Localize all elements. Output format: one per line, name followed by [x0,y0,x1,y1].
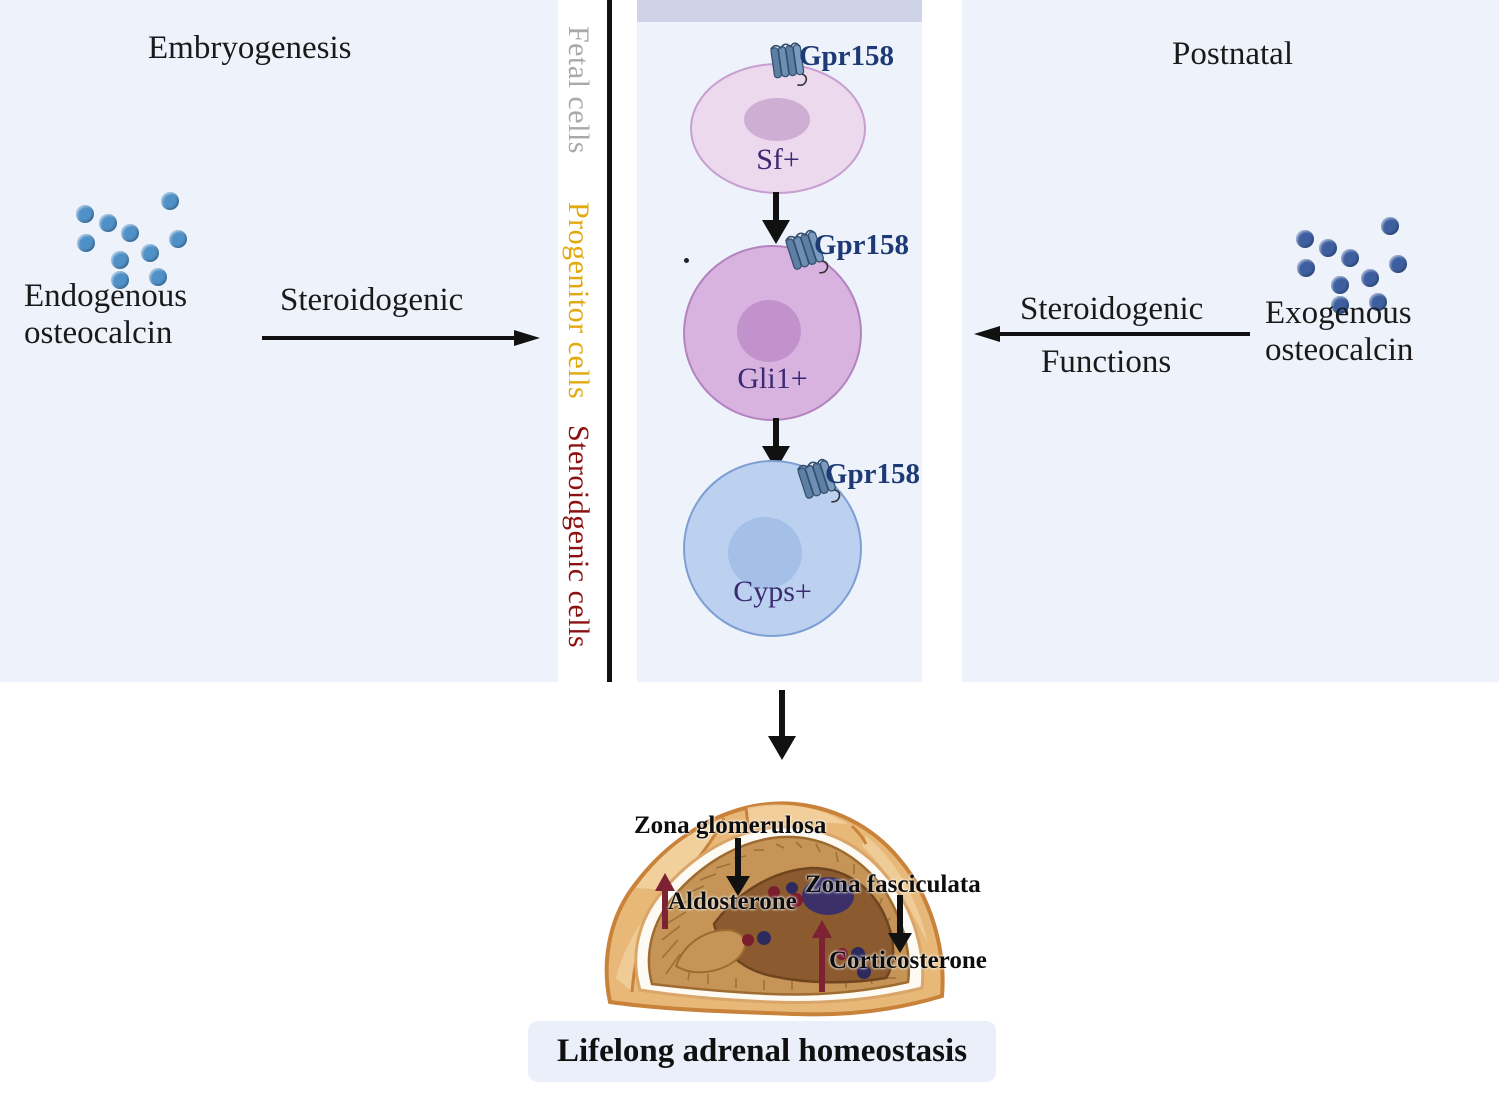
label-functions-right: Functions [1041,344,1172,380]
arrow-to-zona-glomerulosa [726,838,750,896]
gland-highlight-c [862,836,928,944]
osteocalcin-dot [161,192,179,210]
label-zona-glomerulosa: Zona glomerulosa [634,812,827,839]
center-panel-topbar [637,0,922,22]
divider-label-steroidgenic-cells: Steroidgenic cells [562,425,595,649]
gpr158-receptor-icon [796,458,841,503]
osteocalcin-dot [111,271,129,289]
arrow-shaft [773,192,779,222]
medulla-cell [786,882,798,894]
osteocalcin-dot [141,244,159,262]
medulla-cell-large [802,877,854,915]
arrow-head [768,736,796,760]
adrenal-gland-illustration [604,801,945,1017]
arrow-shaft [998,332,1250,336]
arrow-shaft [897,895,903,935]
label-steroidogenic-right: Steroidogenic [1020,291,1204,327]
osteocalcin-dot [77,234,95,252]
label-aldosterone: Aldosterone [668,888,797,915]
arrow-shaft [779,690,785,740]
gpr158-label-cyps: Gpr158 [825,458,921,490]
cell-label-gli1: Gli1+ [737,362,808,395]
osteocalcin-dot [1369,293,1387,311]
caption-box: Lifelong adrenal homeostasis [528,1021,996,1082]
panel-postnatal [962,0,1499,682]
cell-gli1-positive: Gli1+ [683,245,862,421]
medulla-cell [757,931,771,945]
arrow-to-zona-fasciculata [888,895,912,953]
panel-embryogenesis [0,0,558,682]
arrow-head [726,876,750,896]
medulla-cell [851,947,865,961]
medulla-cell [768,886,780,898]
cell-nucleus [728,517,802,589]
osteocalcin-dot [121,224,139,242]
osteocalcin-dot [1331,296,1349,314]
arrow-head [762,220,790,244]
heading-postnatal: Postnatal [1172,36,1293,72]
label-corticosterone: Corticosterone [829,947,987,974]
label-steroidogenic-left: Steroidogenic [280,282,464,318]
arrow-head [888,933,912,953]
arrow-shaft [735,838,741,878]
osteocalcin-dot [1381,217,1399,235]
osteocalcin-dot [1297,259,1315,277]
medulla-cell [742,934,754,946]
arrow-head [655,873,675,891]
arrow-up-corticosterone [812,920,832,992]
osteocalcin-dot [1331,276,1349,294]
arrow-up-aldosterone [655,873,675,929]
gpr158-receptor-icon [784,229,829,274]
gpr158-receptor-icon [770,42,808,87]
cell-nucleus [737,300,801,362]
arrow-embryogenesis-to-cells [262,330,540,346]
label-endogenous-osteocalcin: Endogenous osteocalcin [24,278,187,352]
gpr158-label-gli1: Gpr158 [814,229,910,261]
osteocalcin-dot [111,251,129,269]
medulla-cell [789,893,803,907]
osteocalcin-dot [1341,249,1359,267]
osteocalcin-dot [1389,255,1407,273]
arrow-shaft [662,889,668,929]
osteocalcin-dot [1296,230,1314,248]
arrow-head [514,330,540,346]
osteocalcin-dot [169,230,187,248]
label-exogenous-line1: Exogenous [1265,295,1412,331]
arrow-shaft [819,936,825,992]
divider-label-fetal-cells: Fetal cells [562,26,595,154]
gpr158-label-sf: Gpr158 [799,40,895,72]
arrow-cells-to-gland [768,690,796,762]
osteocalcin-dot [1361,269,1379,287]
divider-label-progenitor-cells: Progenitor cells [562,202,595,400]
osteocalcin-dot [76,205,94,223]
label-exogenous-line2: osteocalcin [1265,331,1414,368]
caption-text: Lifelong adrenal homeostasis [556,1033,968,1069]
arrow-shaft [773,418,779,448]
cell-sf-positive: Sf+ [690,63,866,194]
cell-label-cyps: Cyps+ [733,575,812,608]
label-exogenous-osteocalcin: Exogenous osteocalcin [1265,295,1413,369]
arrow-head [974,326,1000,342]
gland-highlight-a [636,818,726,890]
arrow-sf-to-gli1 [762,192,790,244]
osteocalcin-dot [99,214,117,232]
heading-embryogenesis: Embryogenesis [148,30,352,66]
arrow-head [812,920,832,938]
osteocalcin-dot [1319,239,1337,257]
label-endogenous-line1: Endogenous [24,278,188,314]
medulla-cell [836,948,848,960]
arrow-shaft [262,336,518,340]
osteocalcin-dot [149,268,167,286]
gland-highlight-b [746,804,848,824]
label-zona-fasciculata: Zona fasciculata [805,871,981,898]
arrow-postnatal-to-cells [974,326,1250,342]
cell-nucleus [744,98,810,141]
vertical-divider [607,0,612,682]
label-endogenous-line2: osteocalcin [24,314,173,351]
cell-label-sf: Sf+ [756,143,800,176]
stray-dot [684,258,689,263]
medulla-cell [857,965,871,979]
